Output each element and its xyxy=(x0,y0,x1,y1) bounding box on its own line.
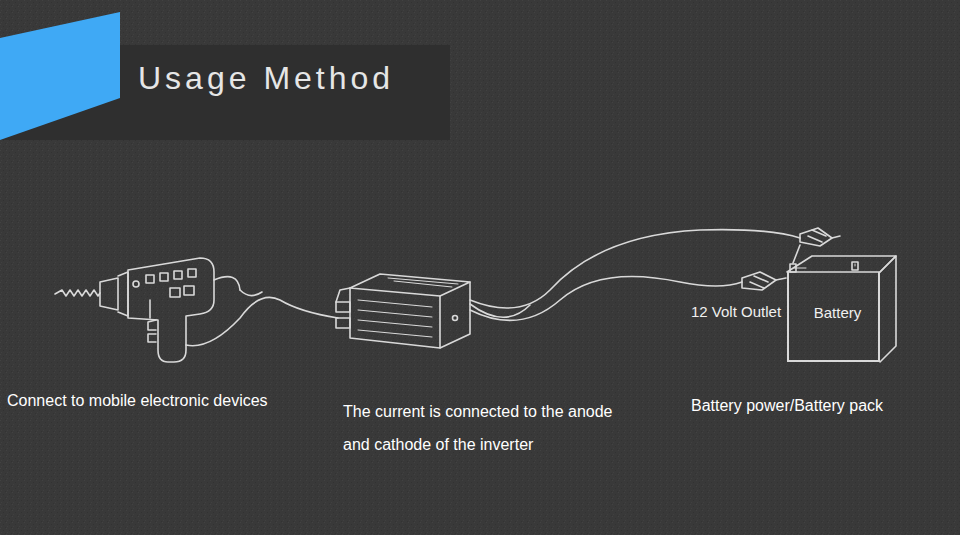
clamp xyxy=(800,228,840,246)
title: Usage Method xyxy=(138,60,394,97)
positive-cable xyxy=(470,230,800,308)
blue-banner xyxy=(0,12,120,140)
clamp xyxy=(742,272,786,290)
battery-label: Battery xyxy=(814,304,862,321)
drill-cable xyxy=(240,290,262,296)
drill-cable xyxy=(186,297,338,345)
inverter xyxy=(336,274,470,348)
caption: Connect to mobile electronic devices xyxy=(7,392,268,410)
battery-box: Battery xyxy=(787,272,880,362)
outlet-label: 12 Volt Outlet xyxy=(689,303,783,320)
clamp-wire xyxy=(793,245,800,263)
drill xyxy=(55,258,240,362)
cable xyxy=(470,304,530,317)
caption: Battery power/Battery pack xyxy=(691,397,883,415)
caption: The current is connected to the anode an… xyxy=(343,395,618,461)
battery-top xyxy=(787,256,896,362)
